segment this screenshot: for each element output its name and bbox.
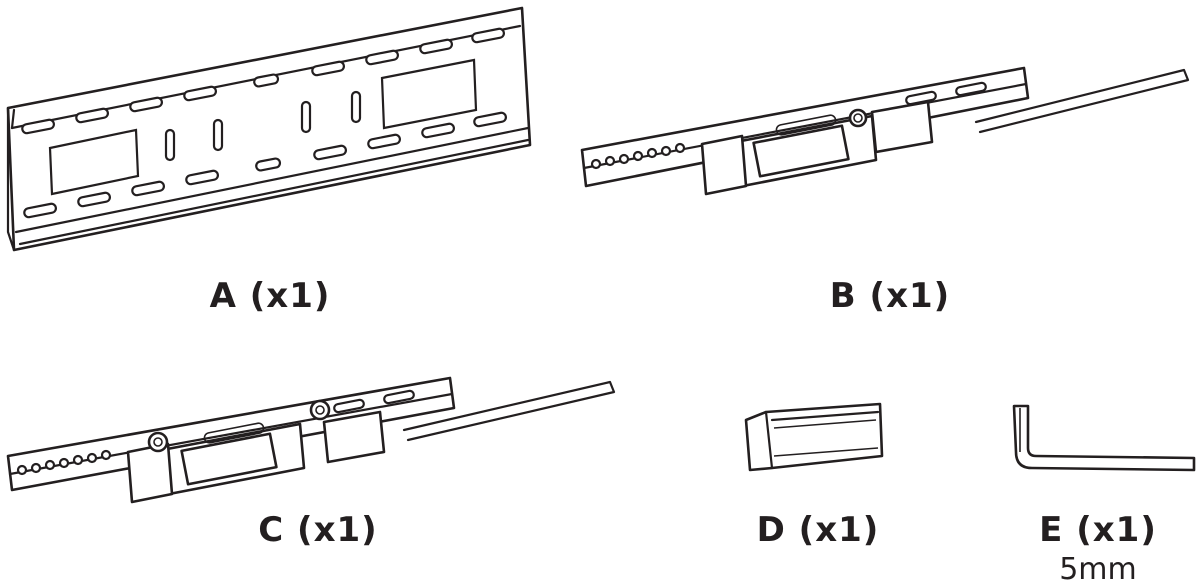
part-d-spacer (742, 398, 888, 478)
part-b-arm (576, 60, 1196, 200)
part-c-label: C (x1) (258, 510, 378, 550)
part-d-label: D (x1) (756, 510, 880, 550)
part-e-hex-key (1010, 404, 1196, 474)
hex-key-e-drawing (1012, 404, 1196, 472)
wall-plate-drawing (6, 6, 532, 252)
spacer-d-drawing (744, 402, 884, 472)
arm-b-drawing (580, 66, 1190, 196)
arm-c-drawing (6, 376, 616, 504)
part-e-label: E (x1) (1039, 510, 1157, 550)
part-a-wall-plate (0, 0, 540, 260)
part-b-label: B (x1) (829, 276, 951, 316)
part-e-size-label: 5mm (1059, 552, 1137, 587)
part-a-label: A (x1) (209, 276, 331, 316)
part-c-arm (4, 376, 624, 508)
